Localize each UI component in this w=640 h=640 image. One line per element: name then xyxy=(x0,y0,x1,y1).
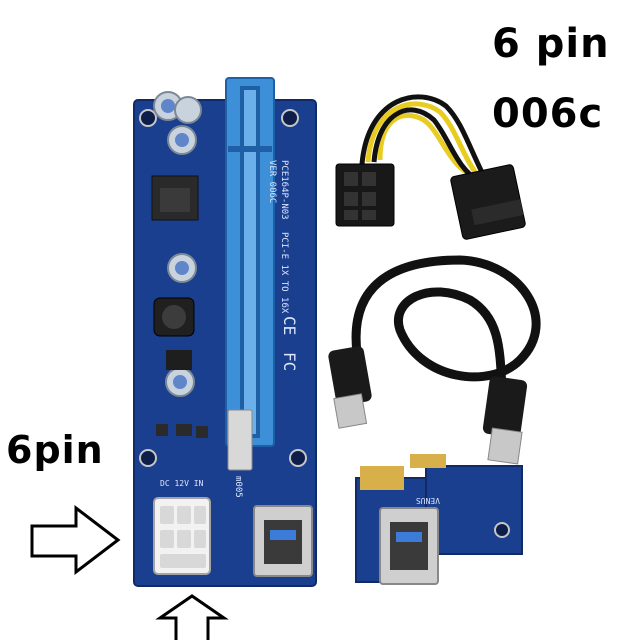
board-version-text: VER 006C xyxy=(267,160,277,203)
power-in-label: DC 12V IN xyxy=(160,479,204,488)
fc-mark: FC xyxy=(280,352,299,371)
six-pin-power-connector xyxy=(153,497,211,575)
label-006c: 006c xyxy=(492,91,604,137)
board-usb-port xyxy=(253,505,313,577)
label-6pin-top: 6 pin xyxy=(492,21,610,67)
usb3-silkscreen: m005 xyxy=(233,476,243,498)
pcie-x16-slot xyxy=(225,77,275,471)
six-pin-to-sata-cable xyxy=(335,94,526,240)
label-6pin-left: 6pin xyxy=(6,428,104,472)
adapter-usb-port xyxy=(379,507,439,585)
board-model-text: PCE164P-N03 xyxy=(279,160,289,220)
arrow-right-icon xyxy=(30,504,121,576)
gold-fingers xyxy=(360,454,446,490)
riser-board: PCE164P-N03 VER 006C PCI-E 1X TO 16X CE … xyxy=(133,77,317,587)
pcie-x1-adapter: VENUS xyxy=(355,454,523,585)
adapter-brand-text: VENUS xyxy=(416,496,440,505)
ce-mark: CE xyxy=(280,316,299,335)
arrow-up-icon xyxy=(155,594,229,640)
capacitors xyxy=(153,91,202,397)
usb3-cable xyxy=(328,255,541,465)
board-desc-text: PCI-E 1X TO 16X xyxy=(279,232,289,314)
